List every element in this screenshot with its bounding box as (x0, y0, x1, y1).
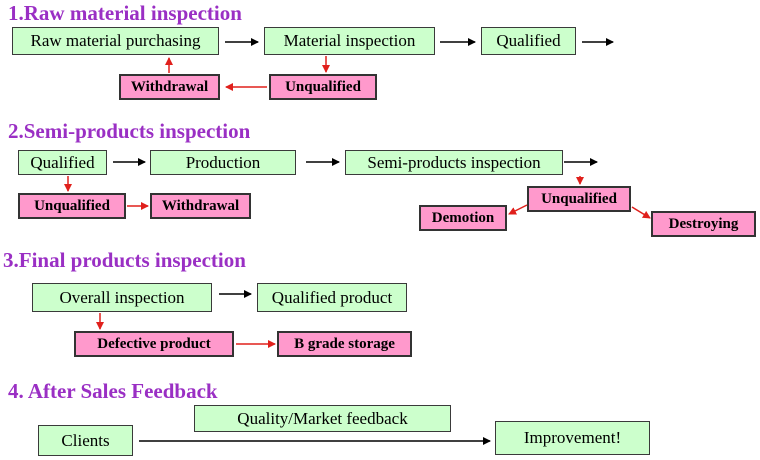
production-box: Production (150, 150, 296, 175)
section-title-final-products: 3.Final products inspection (3, 248, 246, 272)
arrow-unqualified-to-destroying (631, 206, 651, 219)
overall-inspection-box: Overall inspection (32, 283, 212, 312)
b-grade-storage-box: B grade storage (277, 331, 412, 357)
clients-box: Clients (38, 425, 133, 456)
unqualified-box-semi-left: Unqualified (18, 193, 126, 219)
quality-market-feedback-box: Quality/Market feedback (194, 405, 451, 432)
semi-products-inspection-box: Semi-products inspection (345, 150, 563, 175)
destroying-box: Destroying (651, 211, 756, 237)
section-title-semi-products: 2.Semi-products inspection (8, 119, 251, 143)
qualified-box-raw: Qualified (481, 27, 576, 55)
material-inspection-box: Material inspection (264, 27, 435, 55)
unqualified-box-raw: Unqualified (269, 74, 377, 100)
raw-material-purchasing-box: Raw material purchasing (12, 27, 219, 55)
qualified-product-box: Qualified product (257, 283, 407, 312)
arrow-unqualified-to-demotion (508, 204, 528, 215)
defective-product-box: Defective product (74, 331, 234, 357)
qualified-box-semi: Qualified (18, 150, 107, 175)
unqualified-box-semi-right: Unqualified (527, 186, 631, 212)
section-title-after-sales: 4. After Sales Feedback (8, 379, 218, 403)
demotion-box: Demotion (419, 205, 507, 231)
improvement-box: Improvement! (495, 421, 650, 455)
withdrawal-box-raw: Withdrawal (119, 74, 220, 100)
section-title-raw-material: 1.Raw material inspection (8, 1, 242, 25)
withdrawal-box-semi: Withdrawal (150, 193, 251, 219)
